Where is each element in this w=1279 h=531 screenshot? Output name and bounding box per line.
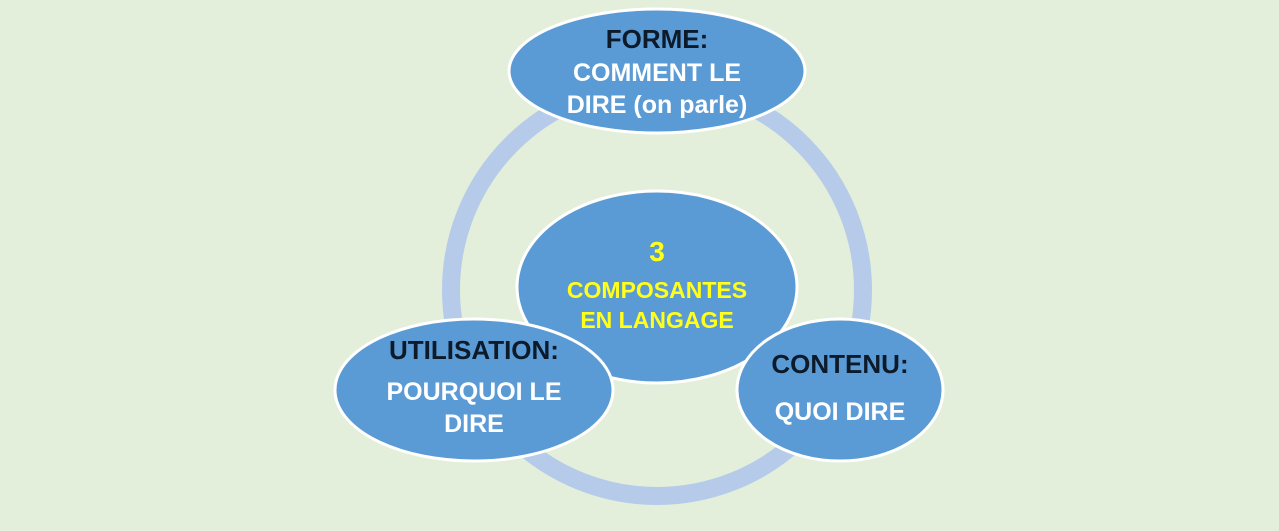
forme-label: FORME: COMMENT LE DIRE (on parle): [527, 23, 787, 122]
contenu-node-ellipse: [735, 317, 945, 463]
utilisation-title: UTILISATION:: [389, 335, 559, 365]
utilisation-label: UTILISATION: POURQUOI LE DIRE: [354, 334, 594, 441]
utilisation-node-ellipse: [333, 317, 615, 463]
center-label: 3 COMPOSANTES EN LANGAGE: [537, 234, 777, 336]
center-number: 3: [649, 236, 665, 267]
utilisation-line-2: DIRE: [444, 410, 504, 439]
center-line-2: EN LANGAGE: [580, 307, 734, 334]
forme-line-2: DIRE (on parle): [566, 91, 748, 120]
forme-title: FORME:: [605, 24, 709, 54]
forme-line-1: COMMENT LE: [572, 58, 742, 87]
contenu-label: CONTENU: QUOI DIRE: [750, 348, 930, 428]
center-line-1: COMPOSANTES: [566, 277, 748, 304]
center-ellipse: [515, 189, 799, 385]
utilisation-line-1: POURQUOI LE: [386, 377, 562, 406]
forme-node-ellipse: [507, 7, 807, 135]
contenu-title: CONTENU:: [771, 349, 909, 379]
contenu-line-1: QUOI DIRE: [774, 397, 906, 426]
